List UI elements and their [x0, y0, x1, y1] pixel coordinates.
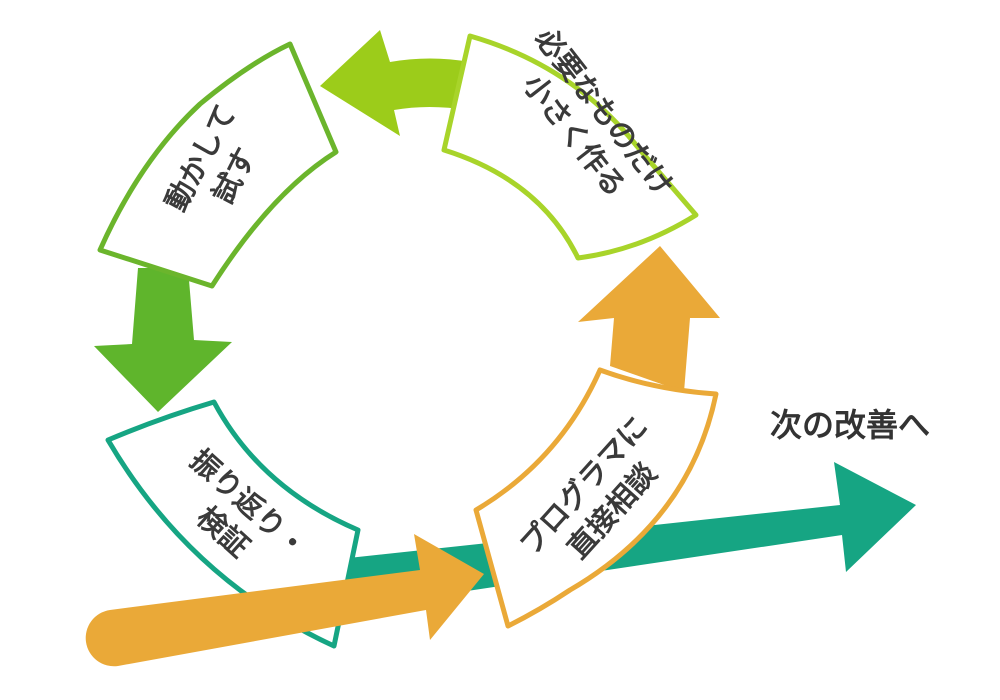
entry-arrow	[85, 534, 485, 667]
step-card-make: 必要なものだけ 小さく作る	[441, 22, 699, 261]
step-card-try: 動かして 試す	[97, 41, 339, 289]
step-card-consult: プログラマに 直接相談	[473, 367, 719, 629]
arrow-try-to-review	[94, 268, 232, 412]
step-card-review: 振り返り・ 検証	[105, 399, 361, 649]
next-improvement-label: 次の改善へ	[770, 406, 930, 444]
arrow-consult-to-make	[578, 246, 720, 392]
arrow-make-to-try	[320, 30, 470, 136]
